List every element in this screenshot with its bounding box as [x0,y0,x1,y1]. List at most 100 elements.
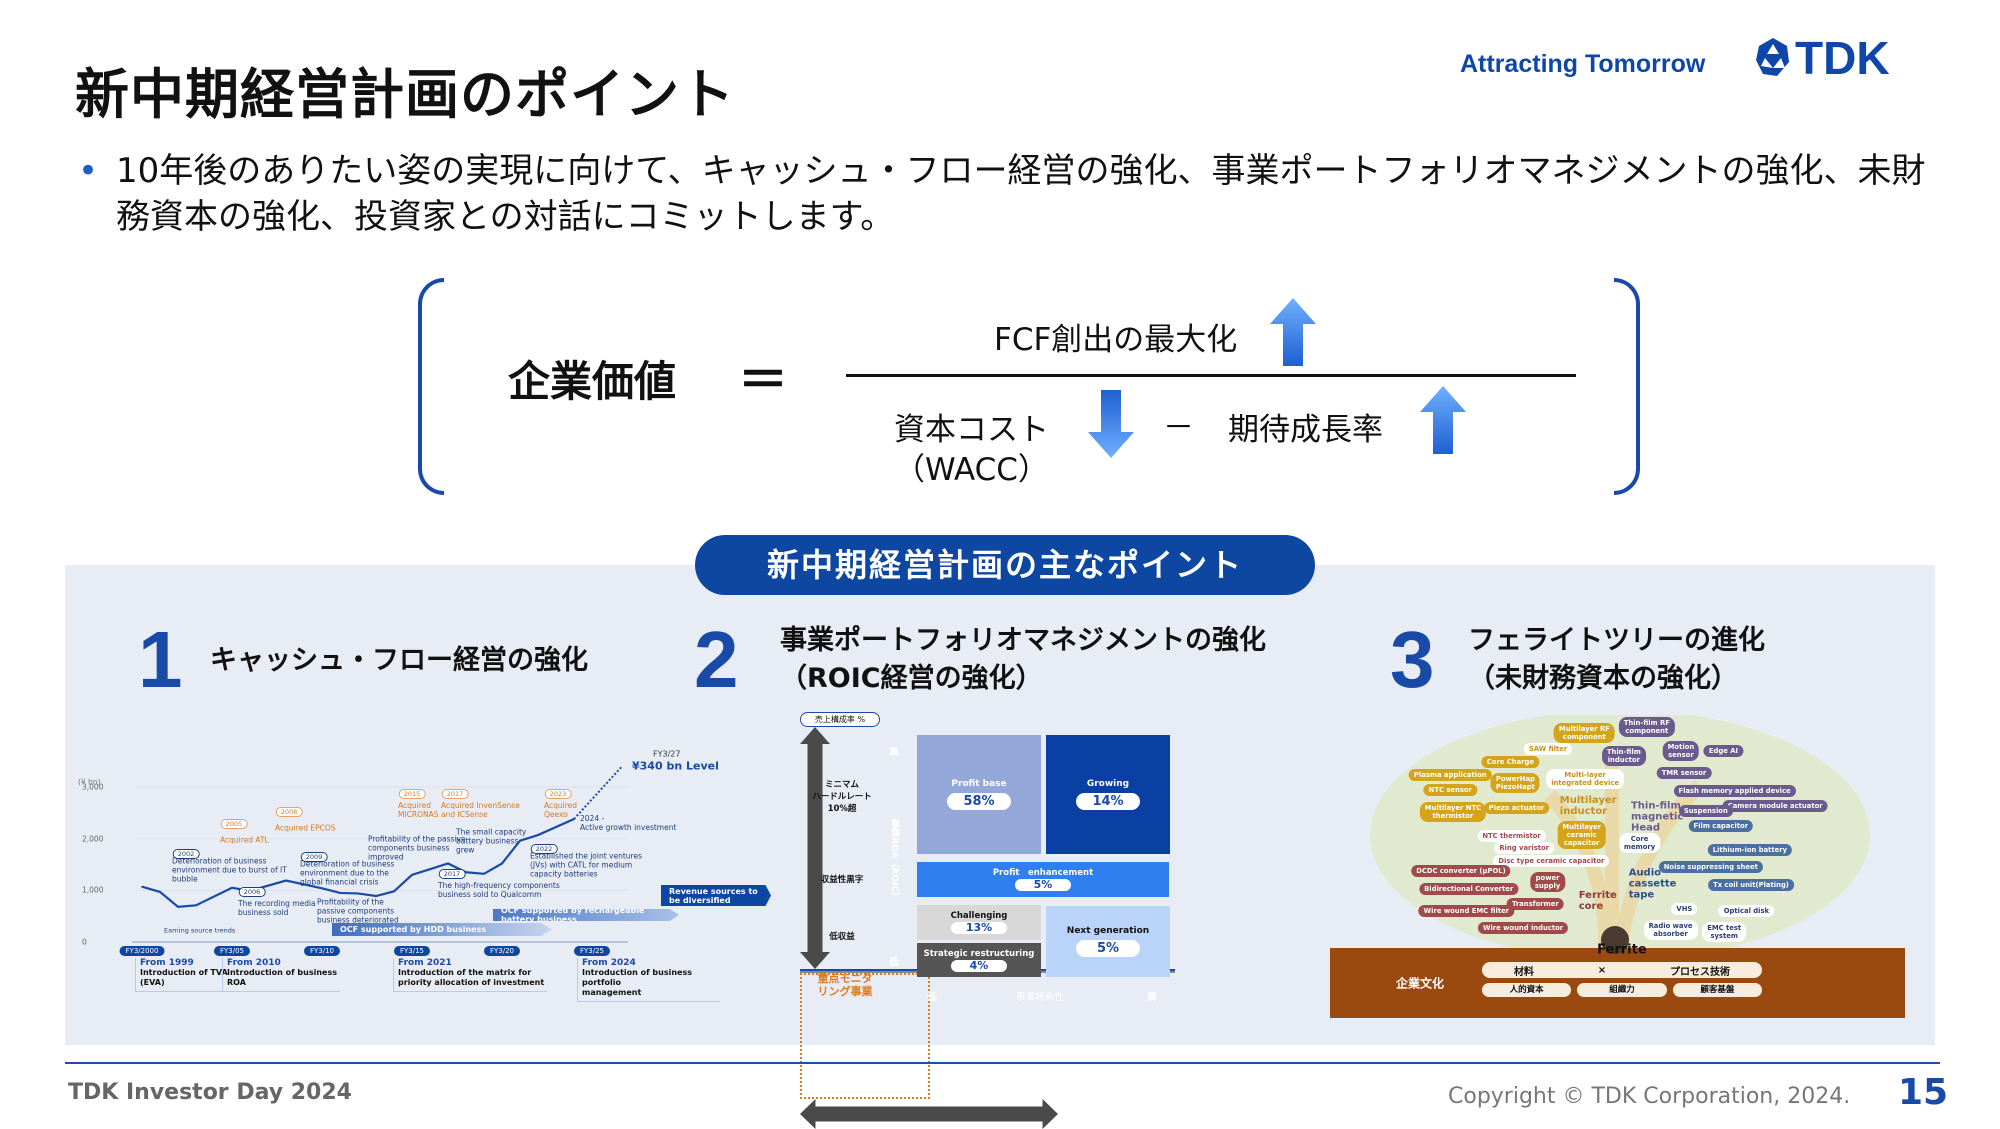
fy-label: FY3/05 [213,946,251,956]
annotation: Established the joint ventures (JVs) wit… [530,851,642,879]
matrix-legend: 売上構成率 % [800,712,880,727]
tree-node: Plasma application [1408,769,1492,781]
cell-share: 4% [951,959,1007,972]
page-title: 新中期経営計画のポイント [75,63,735,126]
footer-divider [65,1062,1940,1064]
y-low-label: 低 [889,957,899,968]
note-heading: From 1999 [140,958,194,968]
projection-value: ¥340 bn Level [632,759,719,773]
monitor-label: 重点モニタ リング事業 [817,972,873,998]
base-row-1: 材料×プロセス技術 [1482,962,1762,978]
tree-node: Multilayer RF component [1553,722,1615,743]
data-point [339,892,341,894]
matrix-cell: Profit base 58% [917,735,1041,854]
cell-name: Profit base [951,779,1007,789]
data-point [321,887,323,890]
y-tick-label: 0 [82,937,87,947]
point-number: 1 [138,615,183,704]
tree-node: Multilayer NTC thermistor [1419,802,1487,823]
y-tick-label: 1,000 [82,885,104,895]
point-label: フェライトツリーの進化（未財務資本の強化） [1468,622,1765,698]
year-badge: 2009 [300,852,328,862]
point-label-line: （未財務資本の強化） [1468,663,1738,694]
tree-node: PowerHap PiezoHapt [1490,773,1540,794]
row-label: ミニマム ハードルレート 10%超 [812,780,872,814]
culture-label: 企業文化 [1395,976,1445,991]
year-badge: 2017 [438,869,466,879]
data-point [447,862,449,865]
tree-node: Noise suppressing sheet [1658,861,1763,873]
data-point [483,873,485,875]
annotation: Deterioration of business environment du… [172,856,287,884]
year-badge: 2005 [220,819,248,829]
y-axis-arrow [800,727,830,969]
data-point [501,862,503,865]
tree-node: Radio wave absorber [1643,920,1698,940]
data-point [141,885,143,888]
base-item: プロセス技術 [1670,966,1731,978]
tree-node: Optical disk [1718,904,1775,917]
point-number: 3 [1390,615,1435,704]
left-bracket [418,278,444,495]
data-point [411,874,413,876]
annotation: The small capacity battery business grew [456,827,527,855]
page-number: 15 [1898,1072,1949,1113]
x-axis-label: 事業将来性 [1016,992,1064,1003]
year-badge: 2023 [544,789,572,799]
tree-node: Lithium-ion battery [1707,844,1793,857]
fy-label: FY3/15 [393,946,431,956]
formula-equals: ＝ [738,351,788,409]
annotation: The high-frequency components business s… [438,881,560,899]
tree-node: Motion sensor [1662,740,1700,761]
y-axis-label: 事業ROA（ROIC） [889,819,899,901]
tree-node: Edge AI [1703,745,1744,758]
base-item: 顧客基盤 [1672,983,1762,997]
fraction-line [846,374,1576,377]
formula-wacc: （WACC） [894,452,1049,488]
annotation: Acquired MICRONAS [398,801,439,819]
note-body: Introduction of business ROA [227,968,337,987]
data-point [429,868,431,870]
y-high-label: 高 [889,747,899,758]
cell-share: 58% [947,793,1011,810]
annotation: Deterioration of business environment du… [300,859,395,887]
tree-node: TMR sensor [1656,766,1712,779]
revenue-line-plot [132,765,628,943]
base-item: 組織力 [1577,983,1667,997]
tree-node: Thin-film inductor [1601,746,1646,767]
ferrite-rock [1601,926,1629,954]
data-point [537,834,539,836]
base-item: × [1597,964,1607,976]
cell-name: Profit enhancement [992,868,1094,878]
row-label: 収益性黒字 [820,875,864,885]
tree-node: Disc type ceramic capacitor [1493,855,1610,867]
base-item: 人的資本 [1482,983,1572,997]
right-bracket [1614,278,1640,495]
annotation: 2024 - Active growth investment [580,814,677,832]
note-body: Introduction of the matrix for priority … [398,968,545,987]
footer-copyright: Copyright © TDK Corporation, 2024. [1448,1084,1851,1109]
formula-growth: 期待成長率 [1228,412,1383,448]
data-point [177,906,179,908]
year-badge: 2006 [238,887,266,897]
data-point [231,886,233,889]
earning-band: Revenue sources to be diversified [661,885,771,906]
year-badge: 2017 [441,789,469,799]
tree-node: NTC sensor [1423,784,1477,796]
enterprise-value-formula: 企業価値 ＝ FCF創出の最大化 資本コスト （WACC） － 期待成長率 [418,278,1640,495]
y-axis-unit: (¥ bn) [78,777,101,787]
note-heading: From 2021 [398,958,452,968]
points-banner: 新中期経営計画の主なポイント [695,535,1315,595]
tree-node: Core Charge [1481,756,1540,769]
tree-node: Core memory [1618,832,1661,853]
fy-label: FY3/25 [573,946,611,956]
footer-event: TDK Investor Day 2024 [68,1080,352,1105]
y-tick-label: 3,000 [82,782,104,792]
tree-node: Thin-film magnetic Head [1630,800,1684,834]
